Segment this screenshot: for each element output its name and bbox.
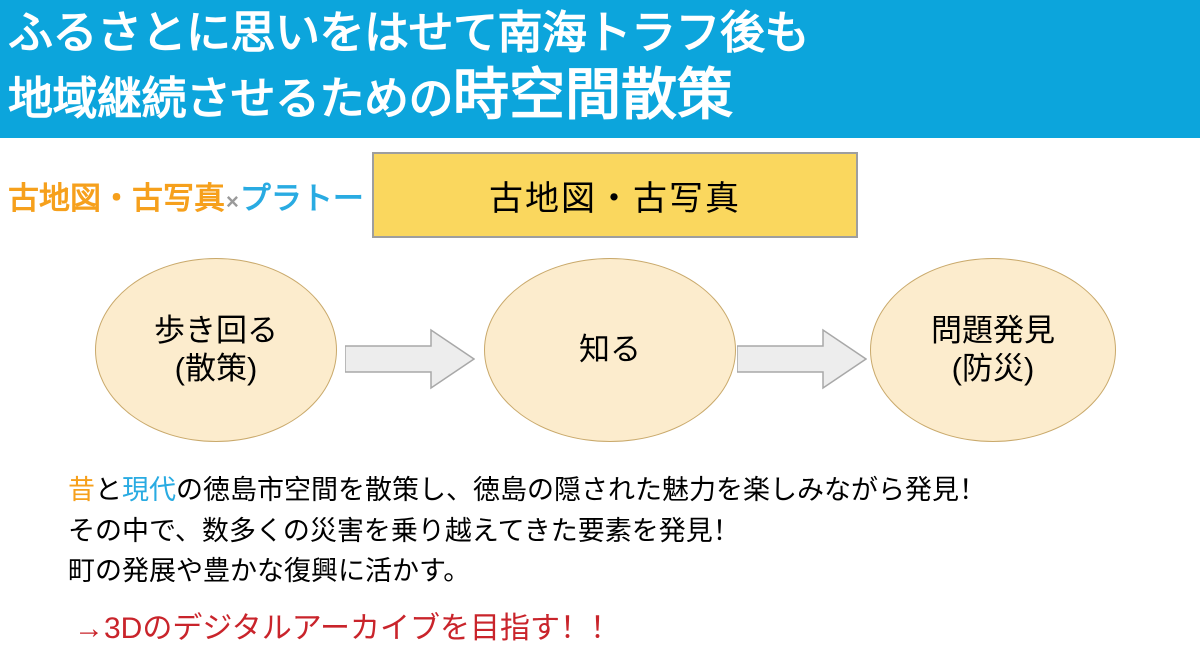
subtitle-old-maps-photos: 古地図・古写真 <box>8 181 225 216</box>
subtitle-row: 古地図・古写真×プラトー <box>8 173 364 218</box>
flow-step-1-line-2: (散策) <box>174 351 258 386</box>
source-material-label: 古地図・古写真 <box>489 179 741 218</box>
flow-step-problem-discovery: 問題発見 (防災) <box>870 258 1116 442</box>
body-description: 昔と現代の徳島市空間を散策し、徳島の隠された魅力を楽しみながら発見！ その中で、… <box>68 470 1148 592</box>
body-highlight-past: 昔 <box>68 475 95 505</box>
flow-step-walk-around: 歩き回る (散策) <box>95 258 337 442</box>
flow-step-3-line-1: 問題発見 <box>931 313 1055 349</box>
source-material-box: 古地図・古写真 <box>372 152 858 238</box>
body-line-2: その中で、数多くの災害を乗り越えてきた要素を発見！ <box>68 515 740 546</box>
arrow-right-icon <box>737 328 867 390</box>
flow-step-know: 知る <box>484 258 736 442</box>
header-title-line-2: 地域継続させるための時空間散策 <box>8 56 1200 123</box>
body-line-3: 町の発展や豊かな復興に活かす。 <box>68 556 471 586</box>
body-highlight-present: 現代 <box>122 475 176 505</box>
header-title-line-2-normal: 地域継続させるための <box>8 72 454 124</box>
flow-step-2-line-1: 知る <box>579 332 641 368</box>
conclusion-goal-text: →3Dのデジタルアーカイブを目指す！！ <box>74 612 620 645</box>
arrow-right-icon <box>345 328 475 390</box>
body-line-1-connector: と <box>95 475 122 505</box>
header-title-line-2-emphasis: 時空間散策 <box>453 62 734 126</box>
flow-step-1-line-1: 歩き回る <box>154 313 278 349</box>
body-line-1: 昔と現代の徳島市空間を散策し、徳島の隠された魅力を楽しみながら発見！ <box>68 470 1148 511</box>
header-title-line-1: ふるさとに思いをはせて南海トラフ後も <box>8 7 810 58</box>
header-banner: ふるさとに思いをはせて南海トラフ後も 地域継続させるための時空間散策 <box>0 0 1200 138</box>
flow-step-3-line-2: (防災) <box>951 351 1035 386</box>
process-flow-diagram: 歩き回る (散策) 知る 問題発見 (防災) <box>0 250 1200 450</box>
subtitle-plateau: プラトー <box>239 181 364 216</box>
subtitle-cross-separator: × <box>226 189 239 214</box>
body-line-1-rest: の徳島市空間を散策し、徳島の隠された魅力を楽しみながら発見！ <box>176 475 986 505</box>
